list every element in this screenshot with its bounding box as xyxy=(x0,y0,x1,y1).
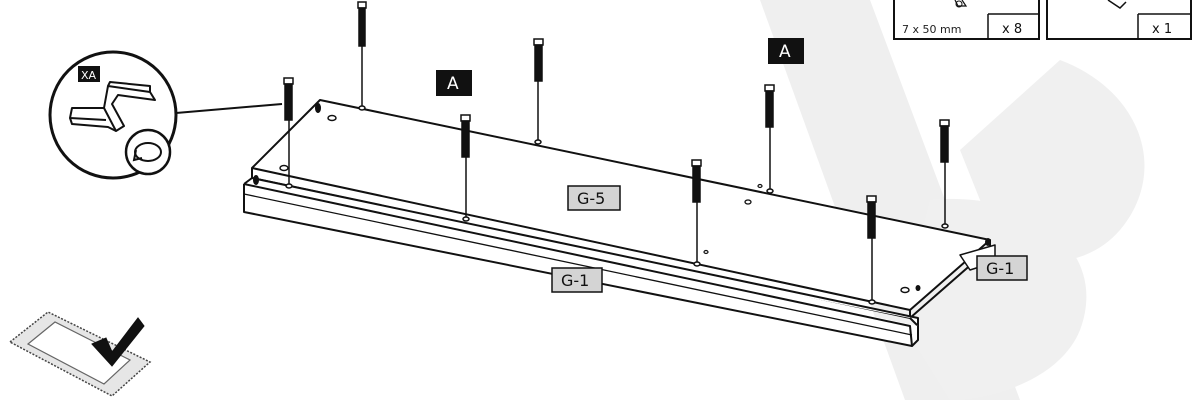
rotate-icon xyxy=(132,142,162,162)
hardware-box: 7 x 50 mm x 8 xyxy=(893,0,1040,40)
screw-8 xyxy=(866,195,877,305)
screw-2 xyxy=(283,77,294,189)
label-top-panel-text: G-5 xyxy=(577,189,605,208)
label-side-rail: G-1 xyxy=(976,255,1028,281)
hardware-size: 7 x 50 mm xyxy=(902,23,961,36)
allen-key-icon xyxy=(69,81,156,132)
tool-icon xyxy=(1107,0,1127,9)
floor-mat-check xyxy=(8,311,152,397)
screws xyxy=(283,1,950,305)
screw-4 xyxy=(460,114,471,222)
panel-assembly xyxy=(243,99,996,347)
callout-a-left-letter: A xyxy=(447,74,459,94)
label-front-rail-text: G-1 xyxy=(561,271,589,290)
screw-5 xyxy=(764,84,775,194)
screw-7 xyxy=(939,119,950,229)
label-side-rail-text: G-1 xyxy=(986,259,1014,278)
hardware-qty: x 8 xyxy=(1002,22,1022,37)
label-top-panel: G-5 xyxy=(567,185,621,211)
screw-icon xyxy=(954,0,968,8)
checkmark-icon xyxy=(91,317,145,367)
label-front-rail: G-1 xyxy=(551,267,603,293)
tool-box: x 1 xyxy=(1046,0,1192,40)
watermark xyxy=(760,0,1145,400)
hex-key-label: XA xyxy=(81,69,97,82)
callout-a-right-letter: A xyxy=(779,42,791,62)
tool-qty: x 1 xyxy=(1152,22,1172,37)
screw-3 xyxy=(533,38,544,145)
front-rail xyxy=(243,177,919,327)
callout-a-left: A xyxy=(436,70,472,96)
callout-a-right: A xyxy=(768,38,804,64)
screw-1 xyxy=(357,1,367,111)
hex-key-callout: XA xyxy=(48,50,283,180)
screw-6 xyxy=(691,159,702,267)
